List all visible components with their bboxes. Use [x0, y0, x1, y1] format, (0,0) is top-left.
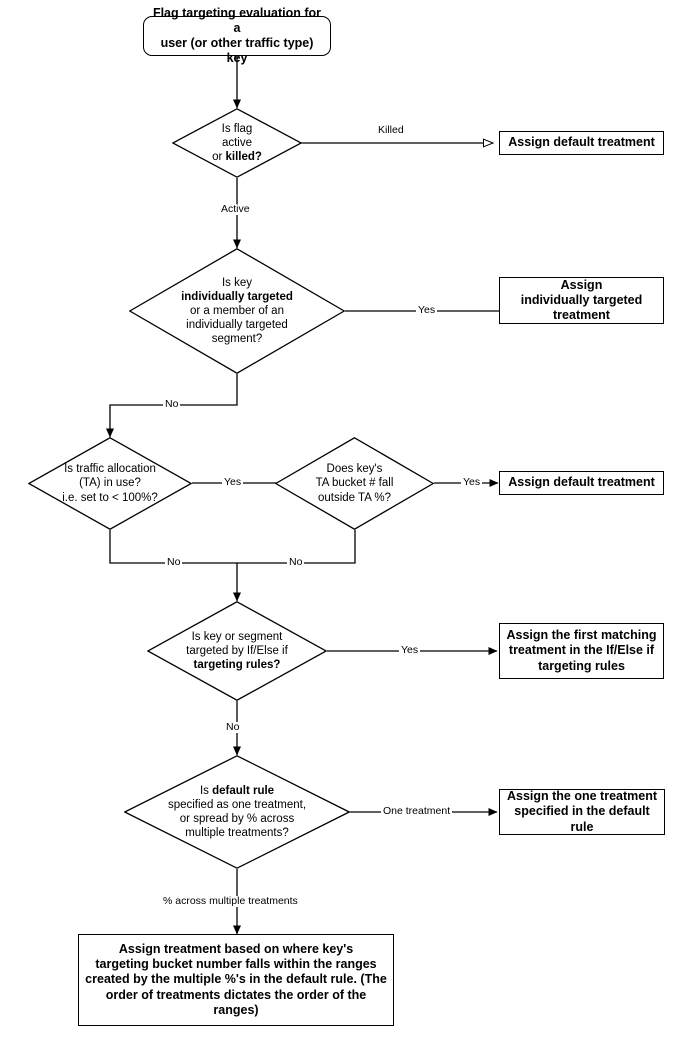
- diamond-shape: [172, 108, 302, 178]
- start-line-1: Flag targeting evaluation for a: [152, 5, 322, 35]
- diamond-shape: [147, 601, 327, 701]
- edge-label-d4-yes: Yes: [461, 476, 483, 488]
- decision2-line-1: Is key: [221, 276, 253, 289]
- assign-individually-targeted-treatment-box: Assign individually targeted treatment: [499, 277, 664, 324]
- box2-line-1: Assign: [560, 277, 603, 292]
- decision-ifelse-targeting-rules: Is key or segment targeted by If/Else if…: [147, 601, 327, 701]
- decision4-line-2: TA bucket # fall: [315, 477, 394, 490]
- decision3-line-1: Is traffic allocation: [64, 463, 156, 476]
- edge-label-d2-no: No: [163, 398, 181, 410]
- decision-ta-bucket-outside-ta-percent: Does key's TA bucket # fall outside TA %…: [275, 437, 434, 530]
- assign-default-treatment-box-2: Assign default treatment: [499, 471, 664, 495]
- box6-line-4: order of treatments dictates the order o…: [105, 987, 367, 1017]
- box1-text: Assign default treatment: [508, 135, 655, 150]
- decision-default-rule-spec: Is default rule specified as one treatme…: [124, 755, 350, 869]
- decision3-line-3: i.e. set to < 100%?: [62, 491, 158, 504]
- decision2-line-3: or a member of an: [190, 304, 284, 317]
- decision6-line-4: multiple treatments?: [185, 827, 289, 840]
- decision1-line-2: active: [221, 136, 253, 149]
- decision1-line-3-bold: killed?: [225, 151, 262, 163]
- box3-text: Assign default treatment: [508, 475, 655, 490]
- edge-label-d6-percent-across-multiple: % across multiple treatments: [161, 895, 300, 907]
- assign-first-matching-treatment-box: Assign the first matching treatment in t…: [499, 623, 664, 679]
- decision5-line-2: targeted by If/Else if: [186, 644, 288, 657]
- start-terminator: Flag targeting evaluation for a user (or…: [143, 6, 331, 65]
- edge-label-d3-no: No: [165, 556, 183, 568]
- box5-line-1: Assign the one treatment: [506, 789, 658, 804]
- box6-line-1: Assign treatment based on where key's: [118, 941, 354, 956]
- start-line-2: user (or other traffic type) key: [160, 36, 314, 66]
- assign-treatment-by-bucket-ranges-box: Assign treatment based on where key's ta…: [78, 934, 394, 1026]
- edge-label-d5-no: No: [224, 721, 242, 733]
- box6-line-2: targeting bucket number falls within the…: [95, 957, 377, 972]
- edge-label-active: Active: [219, 203, 252, 215]
- diamond-shape: [275, 437, 434, 530]
- decision-flag-active-or-killed: Is flag active or killed?: [172, 108, 302, 178]
- box5-line-2: specified in the default rule: [514, 804, 650, 834]
- decision6-line-1-bold: default rule: [212, 784, 275, 797]
- box2-line-3: treatment: [553, 308, 610, 323]
- decision6-line-3: or spread by % across: [179, 813, 295, 825]
- edge-label-d3-yes: Yes: [222, 476, 244, 488]
- decision1-line-1: Is flag: [221, 122, 253, 135]
- diamond-shape: [129, 248, 345, 374]
- diamond-shape: [28, 437, 192, 530]
- box2-line-2: individually targeted: [520, 292, 643, 307]
- decision1-line-3-plain: or: [212, 151, 226, 163]
- edge-label-d4-no: No: [287, 556, 305, 568]
- box4-line-2: treatment in the If/Else if: [508, 643, 655, 658]
- edge-label-d6-one-treatment: One treatment: [381, 805, 453, 817]
- decision2-line-4: individually targeted: [186, 319, 288, 331]
- decision4-line-3: outside TA %?: [317, 491, 392, 504]
- edge-label-d5-yes: Yes: [399, 644, 421, 656]
- decision-traffic-allocation-in-use: Is traffic allocation (TA) in use? i.e. …: [28, 437, 192, 530]
- box6-line-3: created by the multiple %'s in the defau…: [85, 972, 387, 987]
- decision-individually-targeted: Is key individually targeted or a member…: [129, 248, 345, 374]
- diamond-shape: [124, 755, 350, 869]
- decision5-line-1: Is key or segment: [191, 630, 283, 643]
- decision3-line-2: (TA) in use?: [79, 477, 141, 490]
- assign-default-treatment-box-1: Assign default treatment: [499, 131, 664, 155]
- decision5-line-3: targeting rules?: [193, 659, 281, 671]
- edge-label-killed: Killed: [376, 124, 406, 136]
- decision4-line-1: Does key's: [326, 463, 383, 476]
- assign-one-treatment-default-rule-box: Assign the one treatment specified in th…: [499, 789, 665, 835]
- decision2-line-5: segment?: [211, 333, 263, 346]
- decision6-line-1-plain: Is: [199, 784, 213, 797]
- box4-line-3: targeting rules: [538, 658, 625, 673]
- decision6-line-2: specified as one treatment,: [167, 798, 307, 811]
- decision2-line-2: individually targeted: [181, 290, 293, 303]
- box4-line-1: Assign the first matching: [506, 628, 657, 643]
- edge-label-d2-yes: Yes: [416, 304, 438, 316]
